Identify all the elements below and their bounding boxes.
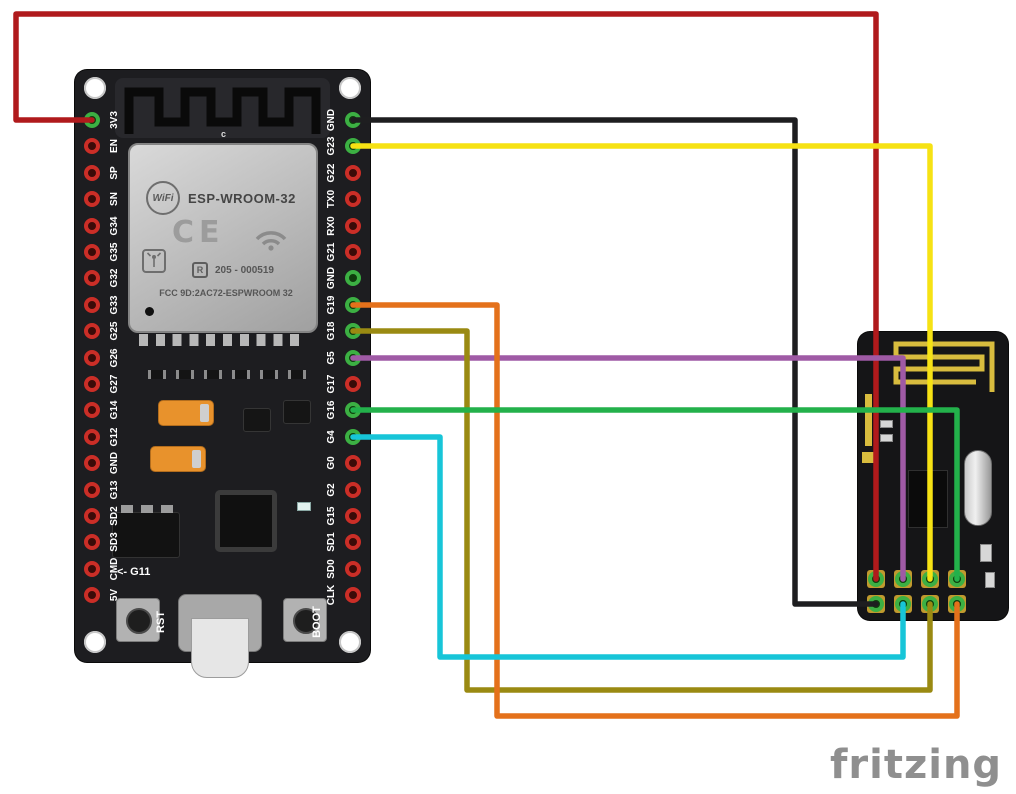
esp32-pin-right-17-SD0[interactable]: [345, 560, 361, 577]
regulator-leg-3: [161, 505, 173, 513]
esp32-pin-left-13-GND[interactable]: [84, 455, 100, 472]
wire-yellow-g23[interactable]: [350, 143, 933, 582]
transistor-1: [243, 408, 271, 432]
mounting-hole-tr: [339, 77, 361, 99]
castellation-row: [139, 334, 307, 346]
esp32-pin-right-10-G17[interactable]: [345, 376, 361, 392]
wire-red-3v3[interactable]: [13, 11, 879, 582]
esp32-pin-left-2-SP[interactable]: [84, 164, 100, 181]
smd-resistor-2: [176, 370, 194, 379]
esp32-pin-left-14-G13[interactable]: [84, 481, 100, 498]
esp32-pin-right-13-G0[interactable]: [345, 455, 361, 472]
fcc-label: FCC 9D:2AC72-ESPWROOM 32: [159, 288, 293, 298]
esp32-pin-right-15-G15[interactable]: [345, 508, 361, 524]
esp32-usb-chip: [215, 490, 277, 552]
nrf-passive-1: [880, 420, 893, 428]
nrf-passive-3: [980, 544, 992, 562]
nrf-trace-2: [862, 452, 876, 463]
esp32-pin-left-16-SD3[interactable]: [84, 534, 100, 551]
mounting-hole-bl: [84, 631, 106, 653]
esp32-pin-right-6-GND[interactable]: [345, 270, 361, 287]
rst-button-knob: [126, 608, 152, 634]
voltage-regulator: [112, 505, 180, 558]
antenna-c-label: c: [221, 129, 227, 139]
crystal-oscillator: [964, 450, 992, 526]
esp32-pin-left-3-SN[interactable]: [84, 191, 100, 208]
mounting-hole-br: [339, 631, 361, 653]
esp32-pin-left-17-CMD[interactable]: [84, 560, 100, 577]
wire-black-gnd[interactable]: [350, 117, 879, 607]
pcb-antenna: [115, 78, 330, 138]
nrf-antenna-icon: [893, 341, 995, 392]
g11-label: <- G11: [117, 566, 151, 578]
wire-olive-g18[interactable]: [350, 328, 933, 693]
nrf-passive-2: [880, 434, 893, 442]
r-mark-icon: R: [192, 262, 208, 278]
cert-number-label: 205 - 000519: [215, 265, 274, 276]
wire-orange-g19[interactable]: [350, 302, 960, 719]
shield-model-label: ESP-WROOM-32: [188, 191, 296, 206]
transistor-2: [283, 400, 311, 424]
esp32-pin-left-1-EN[interactable]: [84, 138, 100, 155]
rst-button: [116, 598, 160, 642]
esp32-pin-label-left-18-5V: 5V: [108, 589, 120, 602]
smd-resistor-1: [148, 370, 166, 379]
regulator-leg-2: [141, 505, 153, 513]
rf-shield: WiFi ESP-WROOM-32 CE R 205 - 000519 FCC …: [128, 143, 318, 333]
esp32-pin-left-8-G25[interactable]: [84, 323, 100, 340]
capacitor-2: [150, 446, 206, 472]
nrf-pad-layer: [858, 332, 1008, 620]
smd-resistor-6: [288, 370, 306, 379]
esp32-pin-right-3-TX0[interactable]: [345, 191, 361, 208]
shield-dot: [145, 307, 154, 316]
esp32-pin-left-5-G35[interactable]: [84, 244, 100, 260]
smd-resistor-4: [232, 370, 250, 379]
regulator-leg-1: [121, 505, 133, 513]
antenna-glyph-icon: [146, 252, 162, 267]
esp32-pin-right-16-SD1[interactable]: [345, 534, 361, 551]
esp32-pin-left-18-5V[interactable]: [84, 587, 100, 604]
esp32-pin-left-10-G27[interactable]: [84, 376, 100, 392]
wire-cyan-g4[interactable]: [350, 434, 906, 660]
smd-resistor-5: [260, 370, 278, 379]
mounting-hole-tl: [84, 77, 106, 99]
wire-purple-g5[interactable]: [350, 355, 906, 582]
wifi-logo-icon: WiFi: [146, 181, 180, 215]
esp32-pin-left-7-G33[interactable]: [84, 296, 100, 313]
usb-connector-inner: [191, 618, 249, 678]
led: [297, 502, 311, 511]
nrf-passive-4: [985, 572, 995, 588]
esp32-pin-right-18-CLK[interactable]: [345, 587, 361, 604]
wire-green-g16[interactable]: [350, 407, 960, 582]
boot-button: [283, 598, 327, 642]
esp32-pin-right-5-G21[interactable]: [345, 244, 361, 260]
nrf24l01-board[interactable]: [858, 332, 1008, 620]
boot-button-knob: [293, 608, 319, 634]
wifi-arcs-icon: [255, 231, 287, 251]
esp32-board[interactable]: c WiFi ESP-WROOM-32 CE R 205 - 000519 FC…: [75, 70, 370, 678]
esp32-pin-left-15-SD2[interactable]: [84, 508, 100, 524]
esp32-pin-label-right-18-CLK: CLK: [325, 584, 337, 606]
nrf-trace-1: [865, 394, 872, 446]
esp32-pin-right-4-RX0[interactable]: [345, 217, 361, 234]
esp32-pin-left-11-G14[interactable]: [84, 402, 100, 419]
esp32-pin-left-4-G34[interactable]: [84, 217, 100, 234]
esp32-pin-left-6-G32[interactable]: [84, 270, 100, 287]
capacitor-1: [158, 400, 214, 426]
fritzing-watermark: fritzing: [830, 742, 1003, 788]
esp32-pin-left-9-G26[interactable]: [84, 349, 100, 366]
esp32-pin-right-14-G2[interactable]: [345, 481, 361, 498]
antenna-trace-icon: [124, 87, 321, 134]
antenna-cert-icon: [142, 249, 166, 273]
ce-mark-icon: CE: [172, 215, 225, 250]
esp32-pin-left-12-G12[interactable]: [84, 428, 100, 445]
smd-resistor-3: [204, 370, 222, 379]
esp32-pin-right-2-G22[interactable]: [345, 164, 361, 181]
